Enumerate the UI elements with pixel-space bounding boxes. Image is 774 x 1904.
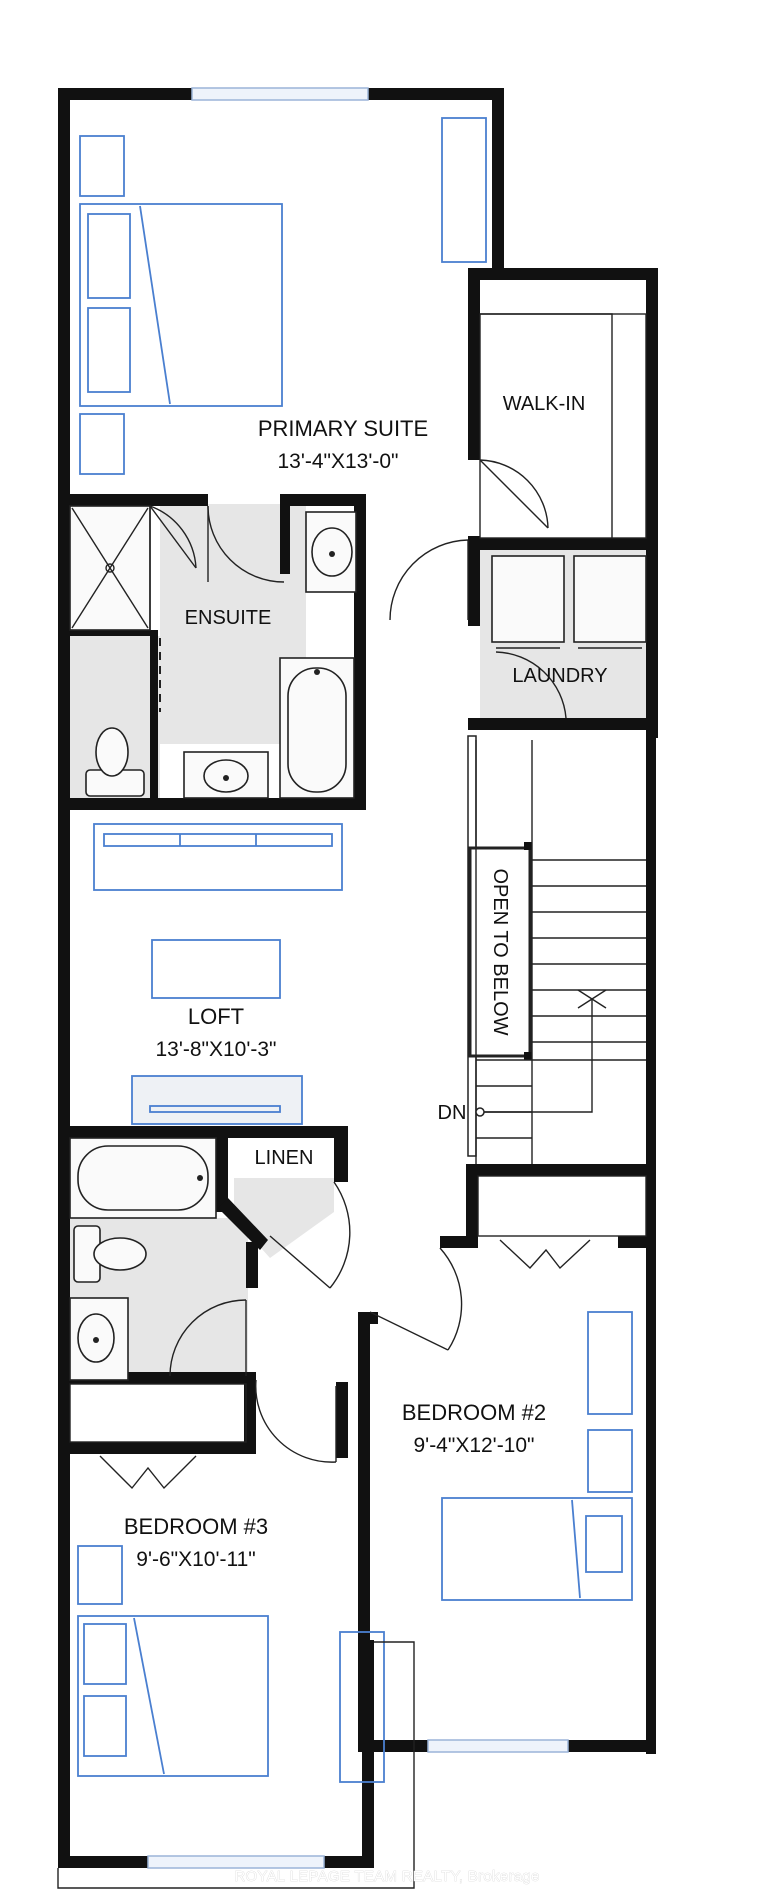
laundry-fixtures — [491, 555, 647, 719]
nightstand-top — [79, 135, 125, 197]
loft-furniture — [93, 823, 343, 1125]
sofa — [93, 823, 343, 891]
room-labels: PRIMARY SUITE 13'-4"X13'-0" WALK-IN ENSU… — [124, 393, 608, 1571]
ensuite-name: ENSUITE — [185, 607, 272, 629]
bedroom2-furniture — [369, 1175, 647, 1601]
linen-name: LINEN — [255, 1147, 314, 1169]
laundry-name: LAUNDRY — [512, 665, 607, 687]
primary-suite-name: PRIMARY SUITE — [258, 416, 428, 441]
porch-outline — [57, 1641, 415, 1889]
dresser-b3 — [339, 1631, 385, 1783]
primary-bed — [79, 203, 283, 407]
exterior-walls — [58, 88, 658, 1868]
interior-walls — [58, 274, 658, 1458]
ensuite-vanity-sink — [305, 511, 357, 593]
watermark: ROYAL LEPAGE TEAM REALTY, Brokerage — [234, 1868, 539, 1885]
bedroom3-name: BEDROOM #3 — [124, 1514, 268, 1539]
ensuite-toilet — [85, 727, 145, 797]
bedroom2-name: BEDROOM #2 — [402, 1400, 546, 1425]
bedroom3-dims: 9'-6"X10'-11" — [136, 1548, 255, 1571]
coffee-table — [151, 939, 281, 999]
dryer — [573, 555, 647, 643]
tv-console — [131, 1075, 303, 1125]
dresser-b2 — [587, 1311, 633, 1415]
bedroom3-furniture — [69, 1379, 385, 1783]
loft-name: LOFT — [188, 1004, 244, 1029]
nightstand-b2 — [587, 1429, 633, 1493]
loft-dims: 13'-8"X10'-3" — [156, 1038, 277, 1061]
main-toilet — [73, 1225, 147, 1283]
bedroom2-dims: 9'-4"X12'-10" — [414, 1434, 535, 1457]
main-bathtub — [69, 1137, 217, 1219]
ensuite-fixtures — [69, 505, 469, 799]
nightstand-bottom — [79, 413, 125, 475]
ensuite-bathtub — [279, 657, 355, 799]
stairs-down-label: DN — [438, 1102, 467, 1124]
walk-in-name: WALK-IN — [503, 393, 586, 415]
main-bath-fixtures — [69, 1137, 351, 1381]
nightstand-b3 — [77, 1545, 123, 1605]
walk-in-fixtures — [479, 313, 647, 539]
dresser — [441, 117, 487, 263]
washer — [491, 555, 565, 643]
windows — [147, 87, 569, 1869]
open-to-below-label: OPEN TO BELOW — [489, 868, 511, 1035]
bed-b3 — [77, 1615, 269, 1777]
main-sink — [69, 1297, 129, 1381]
primary-suite-furniture — [79, 117, 487, 475]
staircase — [475, 740, 646, 1164]
ensuite-sink — [183, 751, 269, 799]
bed-b2 — [441, 1497, 633, 1601]
primary-suite-dims: 13'-4"X13'-0" — [278, 450, 399, 473]
